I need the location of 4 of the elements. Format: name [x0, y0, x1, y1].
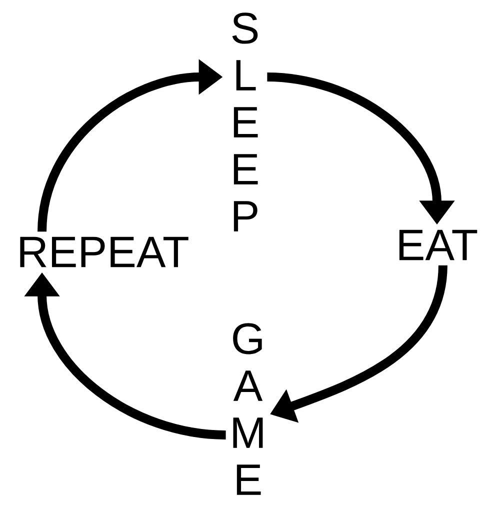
step-label: GAME — [233, 323, 263, 495]
step-label: SLEEP — [232, 12, 258, 232]
step-label: EAT — [399, 230, 478, 260]
step-label: REPEAT — [20, 236, 188, 268]
